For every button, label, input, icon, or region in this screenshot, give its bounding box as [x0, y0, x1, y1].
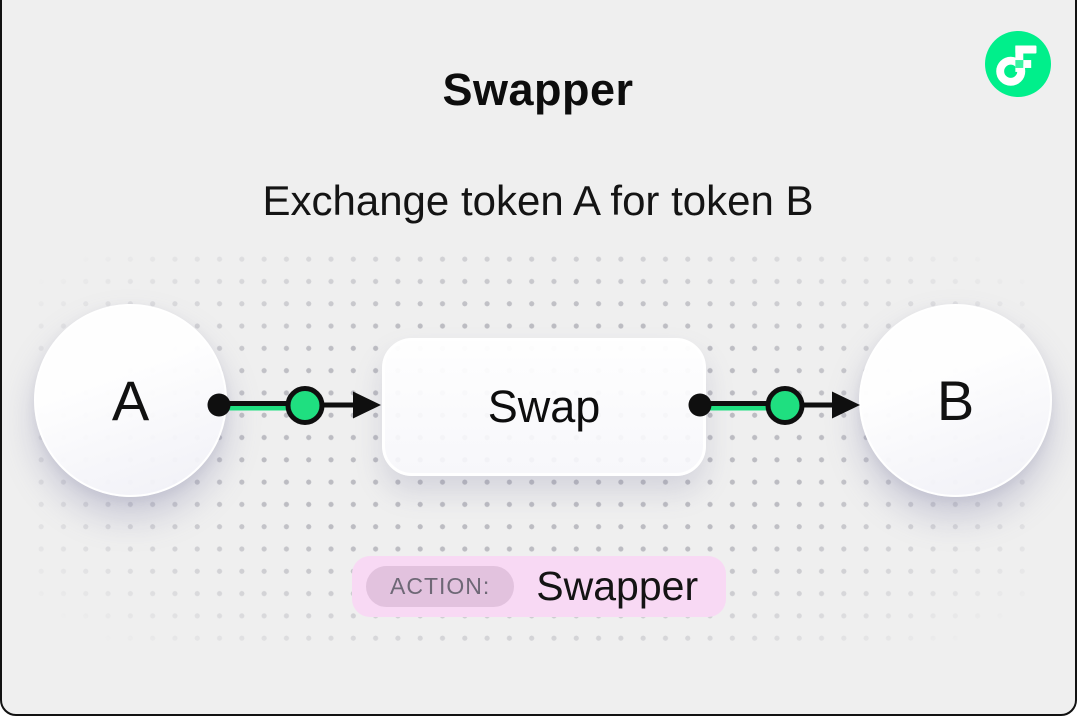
action-badge-value: Swapper [536, 563, 699, 609]
action-badge-label: ACTION: [366, 566, 515, 607]
swap-process-node: Swap [382, 338, 706, 476]
swap-label: Swap [487, 381, 601, 432]
page-subtitle: Exchange token A for token B [262, 177, 814, 224]
token-node-a: A [34, 304, 227, 497]
page-title: Swapper [442, 64, 634, 115]
token-node-b: B [859, 304, 1052, 497]
token-a-label: A [111, 369, 150, 432]
token-b-label: B [936, 369, 975, 432]
action-badge: ACTION: Swapper [352, 556, 727, 617]
flow-logo-icon [985, 31, 1051, 97]
